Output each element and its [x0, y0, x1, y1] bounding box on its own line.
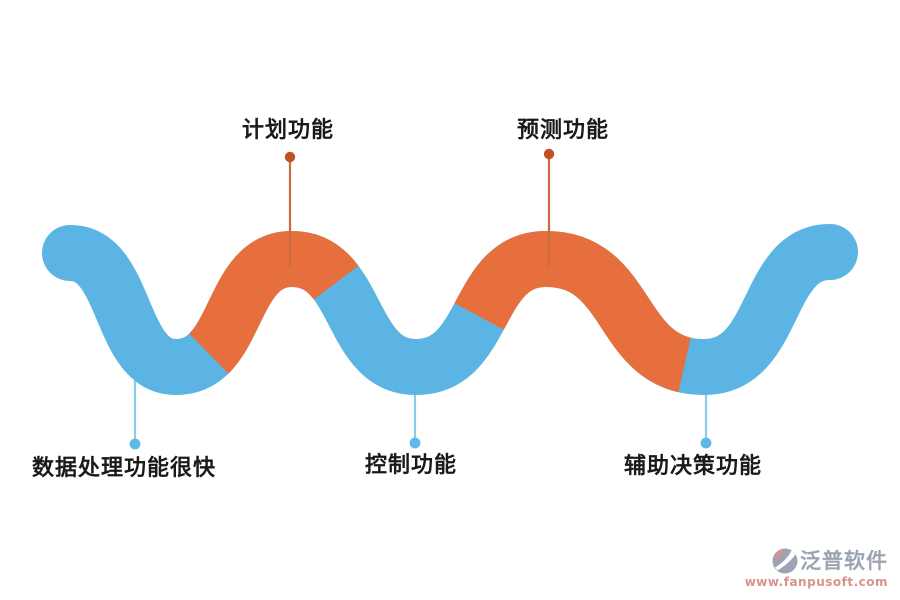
watermark-url: www.fanpusoft.com — [744, 575, 888, 589]
wave-ribbon-blue — [42, 224, 858, 396]
callout-dot-decision-support — [700, 437, 712, 449]
watermark-brand-text: 泛普软件 — [800, 548, 888, 573]
callout-dot-control — [409, 437, 421, 449]
label-control-function: 控制功能 — [364, 453, 458, 478]
label-decision-support-function: 辅助决策功能 — [623, 454, 763, 479]
callout-dot-data-processing — [129, 438, 141, 450]
watermark: 泛普软件 www.fanpusoft.com — [745, 548, 888, 588]
callout-dot-forecast — [543, 148, 555, 160]
fanpu-logo-icon — [772, 548, 798, 574]
label-forecast-function: 预测功能 — [516, 118, 610, 143]
callout-dot-planning — [284, 151, 296, 163]
label-data-processing-function: 数据处理功能很快 — [31, 456, 217, 481]
label-planning-function: 计划功能 — [241, 118, 335, 143]
